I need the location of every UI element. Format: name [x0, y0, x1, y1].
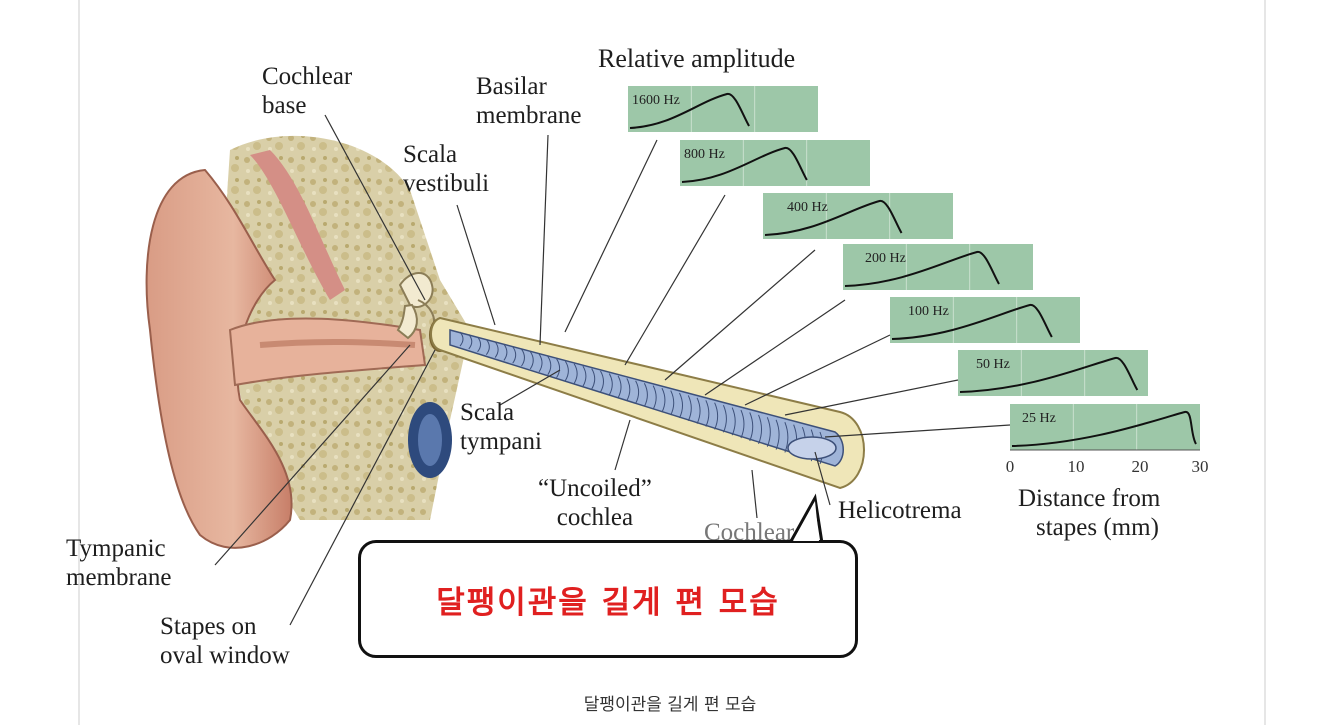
- figure-caption: 달팽이관을 길게 편 모습: [0, 690, 1340, 715]
